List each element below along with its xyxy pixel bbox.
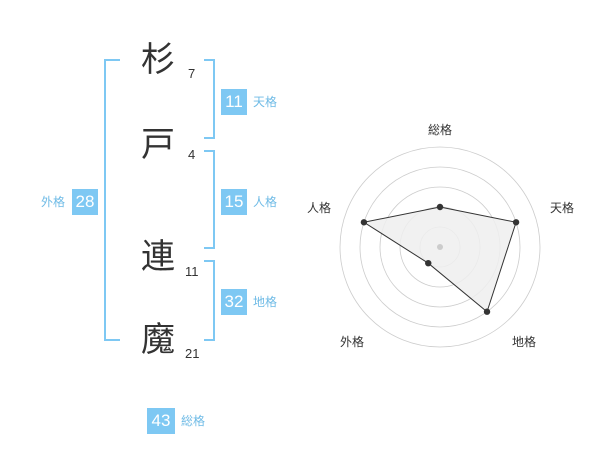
radar-axis-label: 地格	[512, 334, 536, 349]
tenkaku-value: 11	[221, 89, 247, 115]
radar-axis-label: 天格	[550, 200, 574, 215]
radar-axis-label: 人格	[307, 200, 331, 215]
chikaku-label: 地格	[253, 295, 278, 309]
soukaku-value: 43	[147, 408, 175, 434]
radar-data-point	[512, 219, 520, 226]
gaikaku-label: 外格	[41, 195, 66, 209]
radar-center-dot	[437, 244, 443, 250]
jinkaku-bracket	[204, 150, 215, 249]
radar-data-point	[360, 219, 368, 226]
radar-axis-label: 外格	[340, 334, 364, 349]
name-char-2: 戸	[141, 125, 175, 165]
name-char-4: 魔	[141, 320, 175, 360]
tenkaku-bracket	[204, 59, 215, 139]
radar-data-point	[436, 203, 444, 211]
jinkaku-label: 人格	[253, 195, 278, 209]
gaikaku-value: 28	[72, 189, 98, 215]
gaikaku-bracket	[104, 59, 120, 341]
chikaku-bracket	[204, 260, 215, 341]
chikaku-value: 32	[221, 289, 247, 315]
stroke-count-2: 4	[188, 147, 196, 162]
radar-grid-ring	[339, 146, 541, 348]
name-char-3: 連	[141, 237, 175, 277]
radar-data-point	[425, 259, 432, 267]
stroke-count-4: 21	[185, 346, 200, 361]
stroke-count-3: 11	[185, 264, 199, 279]
name-char-1: 杉	[141, 40, 175, 80]
radar-series-area	[362, 206, 517, 313]
radar-axis-label: 総格	[428, 122, 452, 137]
stroke-count-1: 7	[188, 66, 196, 81]
jinkaku-value: 15	[221, 189, 247, 215]
radar-data-point	[483, 308, 491, 315]
soukaku-label: 総格	[181, 414, 206, 428]
radar-grid-ring	[359, 166, 521, 328]
tenkaku-label: 天格	[253, 95, 278, 109]
